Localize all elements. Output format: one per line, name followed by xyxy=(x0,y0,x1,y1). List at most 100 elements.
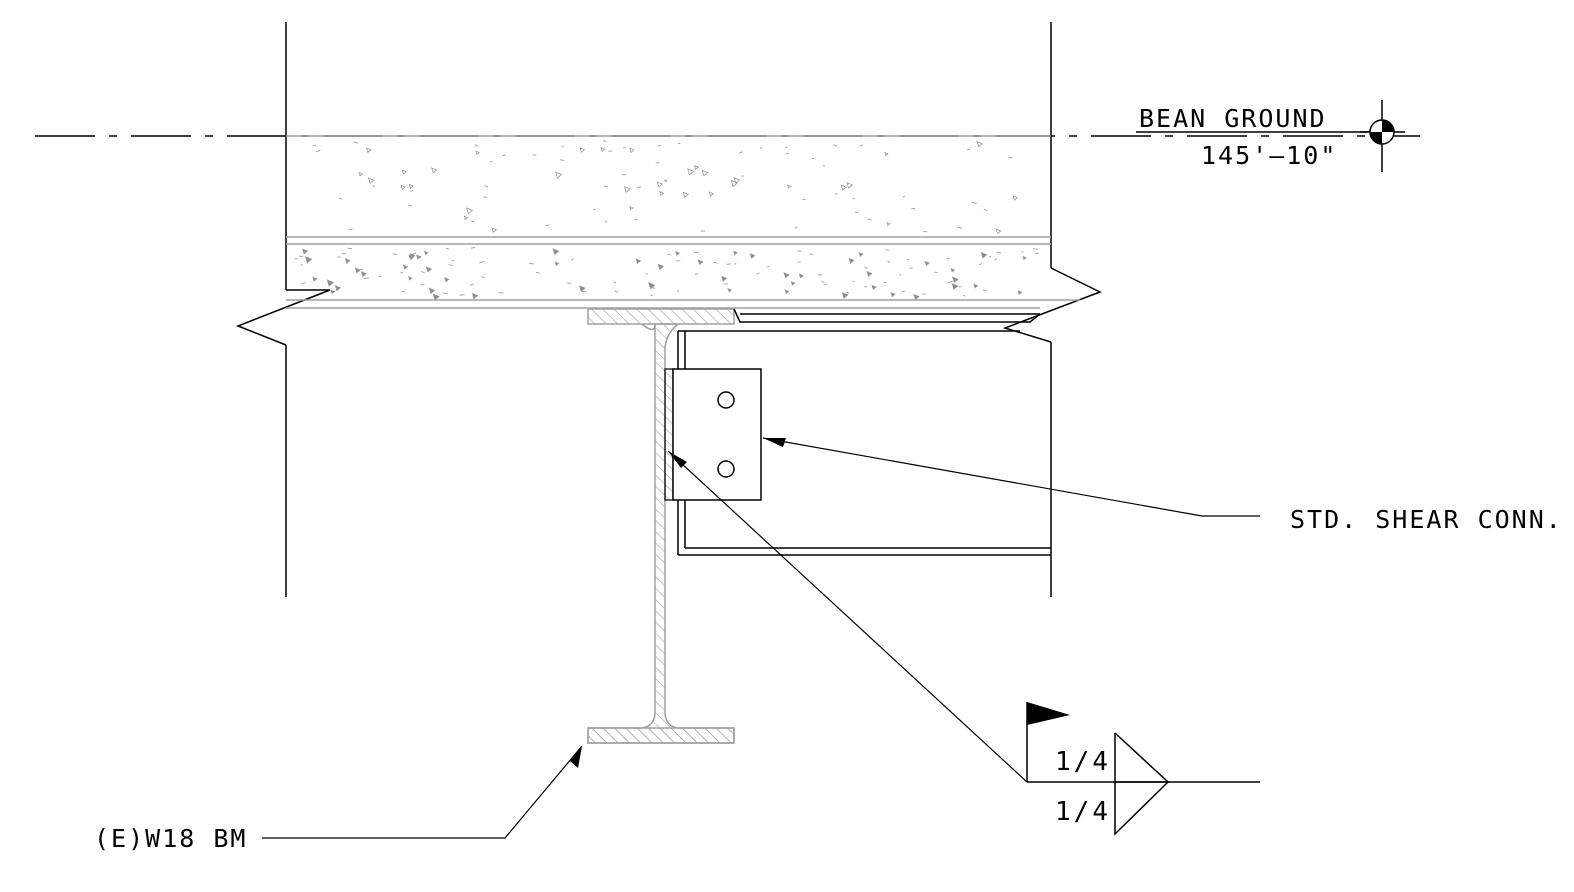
aggregate-speck xyxy=(408,183,414,189)
aggregate-speck xyxy=(952,276,959,284)
aggregate-speck xyxy=(726,263,731,265)
aggregate-speck xyxy=(887,260,891,263)
aggregate-speck xyxy=(400,271,404,274)
aggregate-speck xyxy=(866,270,873,278)
aggregate-speck xyxy=(489,160,493,163)
fillet-weld-icon xyxy=(1114,732,1170,836)
aggregate-speck xyxy=(334,285,342,292)
aggregate-speck xyxy=(957,226,963,229)
aggregate-speck xyxy=(1008,156,1013,159)
aggregate-speck xyxy=(848,257,855,264)
aggregate-speck xyxy=(648,282,656,290)
aggregate-speck xyxy=(330,289,336,295)
aggregate-speck xyxy=(846,291,850,294)
aggregate-speck xyxy=(502,154,507,157)
aggregate-speck xyxy=(650,294,653,297)
aggregate-speck xyxy=(417,256,422,259)
aggregate-speck xyxy=(392,253,398,256)
shear-connection-callout: STD. SHEAR CONN. xyxy=(762,437,1561,534)
aggregate-speck xyxy=(400,184,406,190)
aggregate-speck xyxy=(602,140,607,142)
aggregate-speck xyxy=(859,144,863,147)
aggregate-speck xyxy=(1012,195,1019,201)
aggregate-speck xyxy=(614,290,619,293)
aggregate-speck xyxy=(1017,290,1023,296)
weld-size-other-side: 1/4 xyxy=(1055,797,1111,827)
aggregate-speck xyxy=(947,257,951,260)
aggregate-speck xyxy=(532,154,537,157)
aggregate-speck xyxy=(635,258,642,265)
new-beam-elevation xyxy=(677,308,1051,556)
aggregate-speck xyxy=(866,218,872,221)
aggregate-speck xyxy=(951,283,959,290)
aggregate-speck xyxy=(655,162,660,164)
aggregate-speck xyxy=(475,150,480,156)
aggregate-speck xyxy=(353,141,358,144)
aggregate-speck xyxy=(326,279,335,287)
aggregate-speck xyxy=(854,211,859,214)
field-weld-flag-icon xyxy=(1027,702,1070,725)
concrete-aggregate-speckle xyxy=(294,140,1039,301)
aggregate-speck xyxy=(629,147,635,154)
aggregate-speck xyxy=(852,280,855,283)
aggregate-speck xyxy=(469,283,475,286)
bolt-hole-icon xyxy=(717,391,735,409)
aggregate-speck xyxy=(312,276,318,282)
aggregate-speck xyxy=(372,185,376,187)
aggregate-speck xyxy=(783,272,790,279)
aggregate-speck xyxy=(983,208,988,211)
aggregate-speck xyxy=(884,151,889,157)
aggregate-speck xyxy=(721,275,728,282)
aggregate-speck xyxy=(906,258,910,261)
aggregate-speck xyxy=(995,228,1002,235)
aggregate-speck xyxy=(950,267,956,273)
aggregate-speck xyxy=(730,179,739,188)
aggregate-speck xyxy=(978,263,982,266)
weld-symbol: 1/4 1/4 xyxy=(667,450,1260,836)
aggregate-speck xyxy=(604,220,608,223)
aggregate-speck xyxy=(570,258,574,261)
aggregate-speck xyxy=(821,280,825,283)
aggregate-speck xyxy=(528,262,534,265)
aggregate-speck xyxy=(600,147,606,153)
aggregate-speck xyxy=(481,275,485,279)
aggregate-speck xyxy=(535,271,540,274)
aggregate-speck xyxy=(425,266,432,273)
aggregate-speck xyxy=(727,288,732,293)
aggregate-speck xyxy=(697,259,704,266)
aggregate-speck xyxy=(298,255,303,258)
aggregate-speck xyxy=(623,185,631,193)
aggregate-speck xyxy=(858,251,864,258)
elevation-value: 145'–10" xyxy=(1201,141,1337,170)
aggregate-speck xyxy=(913,293,920,301)
aggregate-speck xyxy=(561,145,565,148)
aggregate-speck xyxy=(567,282,572,285)
aggregate-speck xyxy=(344,257,351,264)
aggregate-speck xyxy=(823,283,828,286)
aggregate-speck xyxy=(790,281,796,286)
aggregate-speck xyxy=(554,261,560,267)
aggregate-speck xyxy=(491,227,497,233)
aggregate-speck xyxy=(401,169,408,175)
aggregate-speck xyxy=(973,283,979,289)
aggregate-speck xyxy=(833,144,837,147)
aggregate-speck xyxy=(733,250,738,256)
aggregate-speck xyxy=(634,218,638,221)
existing-beam-label: (E)W18 BM xyxy=(94,824,247,853)
aggregate-speck xyxy=(545,224,550,227)
aggregate-speck xyxy=(924,260,930,267)
aggregate-speck xyxy=(787,184,792,189)
aggregate-speck xyxy=(552,248,560,256)
aggregate-speck xyxy=(378,275,382,278)
aggregate-speck xyxy=(650,286,656,289)
concrete-slab xyxy=(286,140,1080,309)
aggregate-speck xyxy=(749,253,756,259)
aggregate-speck xyxy=(963,294,966,297)
shear-connection-plate xyxy=(664,368,762,501)
aggregate-speck xyxy=(657,263,665,271)
weld-size-arrow-side: 1/4 xyxy=(1055,747,1111,777)
aggregate-speck xyxy=(354,267,361,274)
existing-beam-callout: (E)W18 BM xyxy=(94,745,583,853)
aggregate-speck xyxy=(358,171,364,177)
aggregate-speck xyxy=(871,284,877,291)
